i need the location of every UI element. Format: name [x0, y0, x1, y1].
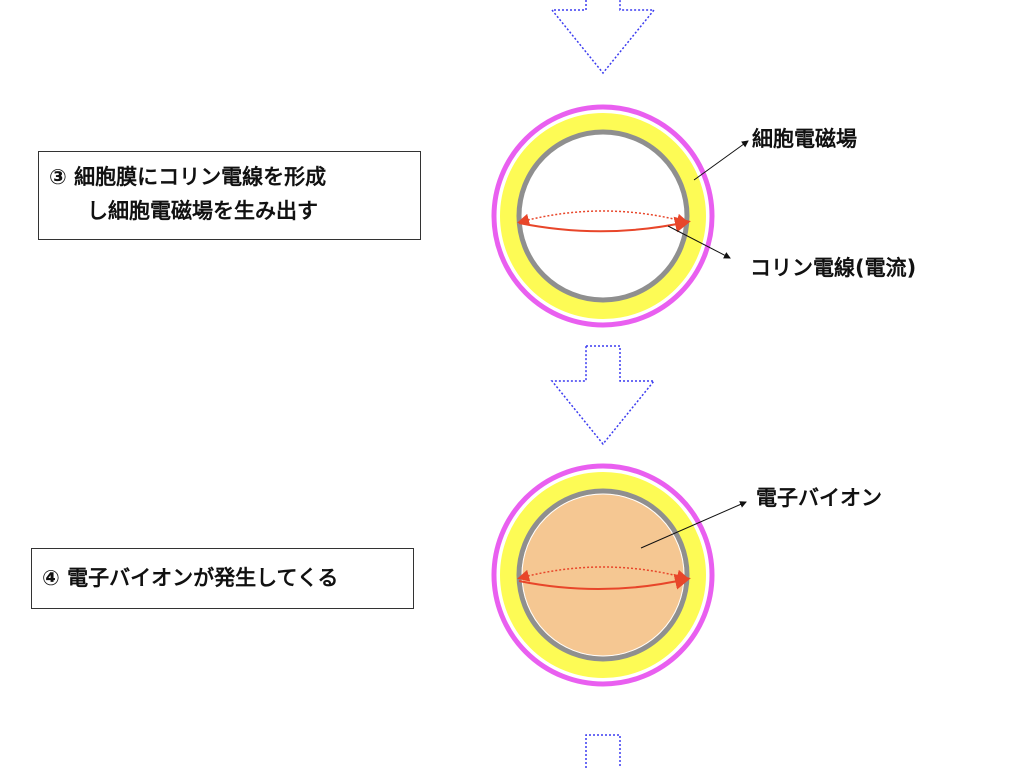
- field-band: [500, 472, 706, 678]
- bion-pointer: [640, 501, 747, 549]
- wire-pointer: [667, 225, 731, 259]
- step3-line1: ③ 細胞膜にコリン電線を形成: [49, 165, 327, 189]
- current-front-arc: [518, 573, 691, 590]
- step3-caption: ③ 細胞膜にコリン電線を形成 し細胞電磁場を生み出す: [38, 151, 421, 240]
- flow-arrow-middle: [550, 345, 656, 446]
- cell-diagram-step4: [491, 463, 747, 687]
- label-cell-field: 細胞電磁場: [752, 127, 857, 151]
- step4-line1: ④ 電子バイオンが発生してくる: [42, 566, 339, 590]
- flow-arrow-bottom: [585, 734, 621, 768]
- field-pointer: [693, 140, 749, 181]
- current-back-arc: [517, 210, 689, 226]
- flow-arrow-top: [550, 0, 656, 75]
- label-choline-wire: コリン電線(電流): [750, 256, 917, 280]
- step4-caption: ④ 電子バイオンが発生してくる: [31, 548, 414, 609]
- label-electron-bion: 電子バイオン: [756, 486, 882, 510]
- step3-line2: し細胞電磁場を生み出す: [87, 199, 318, 223]
- cell-membrane: [516, 488, 690, 662]
- current-back-arc: [517, 566, 689, 582]
- field-band: [500, 113, 706, 319]
- current-front-arc: [518, 216, 691, 233]
- cell-diagram-step3: [491, 104, 749, 328]
